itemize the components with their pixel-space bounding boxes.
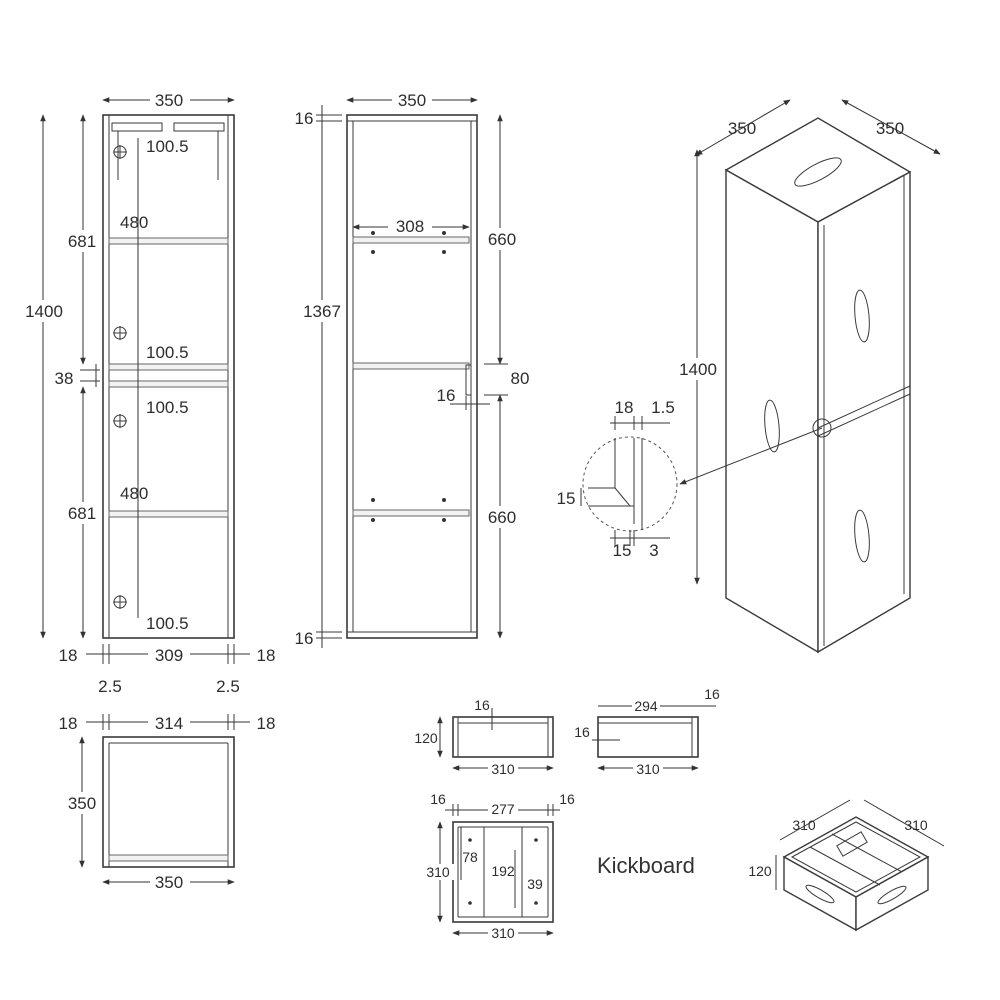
kb-plan-width-label: 310 — [491, 925, 515, 941]
kb-iso-width-label: 310 — [792, 817, 816, 833]
kb-side-width-label: 310 — [636, 761, 660, 777]
front-view: 350 1400 681 681 38 100.5 480 100.5 100.… — [20, 90, 275, 696]
lower-height-label: 660 — [488, 508, 516, 527]
kickboard-plan: 16 277 16 310 78 192 39 310 — [424, 791, 575, 941]
top-width-label: 350 — [155, 873, 183, 892]
upper-section-label: 681 — [68, 232, 96, 251]
side-width-label: 350 — [398, 91, 426, 110]
kb-front-width-label: 310 — [491, 761, 515, 777]
shelf-width-label: 308 — [396, 217, 424, 236]
kickboard-title: Kickboard — [597, 853, 695, 878]
top-outline — [102, 736, 235, 868]
detail-callout-circle — [812, 418, 832, 438]
top-side-left-label: 18 — [59, 714, 78, 733]
handle-icon — [854, 289, 870, 343]
side-left-label: 18 — [59, 646, 78, 665]
handle-icon — [877, 885, 907, 905]
upper-shelf — [108, 237, 229, 245]
lower-shelf — [108, 510, 229, 518]
side-top-thickness-label: 16 — [295, 109, 314, 128]
inner-width-label: 309 — [155, 646, 183, 665]
gap-left-label: 2.5 — [98, 677, 122, 696]
handle-icon — [854, 509, 870, 563]
side-right-label: 18 — [257, 646, 276, 665]
hinge-icon — [113, 145, 127, 159]
gap-right-label: 2.5 — [216, 677, 240, 696]
hinge-gap-lower-label: 480 — [120, 484, 148, 503]
kb-front-height-label: 120 — [414, 730, 438, 746]
iso-height-label: 1400 — [679, 360, 717, 379]
divider-bottom — [108, 380, 229, 388]
handle-icon — [794, 157, 842, 187]
front-outline — [102, 114, 235, 639]
front-total-height-label: 1400 — [25, 302, 63, 321]
hinge-bottom-label: 100.5 — [146, 614, 189, 633]
kickboard-side: 294 16 16 310 — [574, 686, 720, 777]
kb-plan-depth-label: 310 — [426, 864, 450, 880]
detail-top-a-label: 18 — [615, 398, 634, 417]
kb-side-length-label: 294 — [634, 698, 658, 714]
hinge-top-label: 100.5 — [146, 137, 189, 156]
detail-bottom-a-label: 15 — [613, 541, 632, 560]
iso-depth-label: 350 — [876, 119, 904, 138]
top-inner-width-label: 314 — [155, 714, 183, 733]
side-mid-shelf — [352, 362, 470, 370]
iso-right-face — [817, 170, 911, 654]
iso-left-face — [725, 168, 819, 654]
side-view: 350 16 1367 16 308 660 660 80 16 — [295, 90, 530, 648]
isometric-view: 350 350 1400 — [673, 99, 941, 654]
detail-circle — [582, 436, 678, 532]
handle-icon — [764, 399, 780, 453]
hinge-icon — [113, 326, 127, 340]
kb-plan-b-label: 192 — [491, 863, 515, 879]
side-lower-shelf — [352, 509, 470, 517]
kickboard-front: 120 16 310 — [414, 697, 554, 777]
iso-width-label: 350 — [728, 119, 756, 138]
kb-iso-depth-label: 310 — [904, 817, 928, 833]
kb-side-thickness-top-label: 16 — [704, 686, 720, 702]
hinge-gap-upper-label: 480 — [120, 213, 148, 232]
hinge-mid-lower-label: 100.5 — [146, 398, 189, 417]
detail-leader-line — [679, 427, 823, 485]
hinge-icon — [113, 414, 127, 428]
top-view: 18 314 18 350 350 — [59, 712, 276, 892]
side-upper-shelf — [352, 236, 470, 244]
handle-icon — [805, 884, 835, 904]
kb-front-thickness-label: 16 — [474, 697, 490, 713]
kb-plan-c-label: 39 — [527, 876, 543, 892]
detail-bottom-b-label: 3 — [649, 541, 658, 560]
kickboard-isometric: 310 310 120 — [748, 799, 945, 932]
top-depth-label: 350 — [68, 794, 96, 813]
rail-depth-label: 16 — [437, 386, 456, 405]
side-bottom-thickness-label: 16 — [295, 629, 314, 648]
detail-side-label: 15 — [557, 489, 576, 508]
rail-height-label: 80 — [511, 369, 530, 388]
side-inner-height-label: 1367 — [303, 302, 341, 321]
kb-plan-right-label: 16 — [559, 791, 575, 807]
side-outline — [346, 114, 478, 639]
kb-side-thickness-left-label: 16 — [574, 724, 590, 740]
kb-plan-inner-label: 277 — [491, 801, 515, 817]
divider-top — [108, 363, 229, 371]
top-side-right-label: 18 — [257, 714, 276, 733]
kb-plan-a-label: 78 — [462, 849, 478, 865]
kb-iso-height-label: 120 — [748, 863, 772, 879]
front-width-label: 350 — [155, 91, 183, 110]
hinge-icon — [113, 595, 127, 609]
lower-section-label: 681 — [68, 504, 96, 523]
upper-height-label: 660 — [488, 230, 516, 249]
divider-label: 38 — [55, 369, 74, 388]
kb-plan-left-label: 16 — [430, 791, 446, 807]
detail-top-b-label: 1.5 — [651, 398, 675, 417]
detail-view: 15 18 1.5 15 3 — [557, 398, 678, 560]
hinge-mid-upper-label: 100.5 — [146, 343, 189, 362]
